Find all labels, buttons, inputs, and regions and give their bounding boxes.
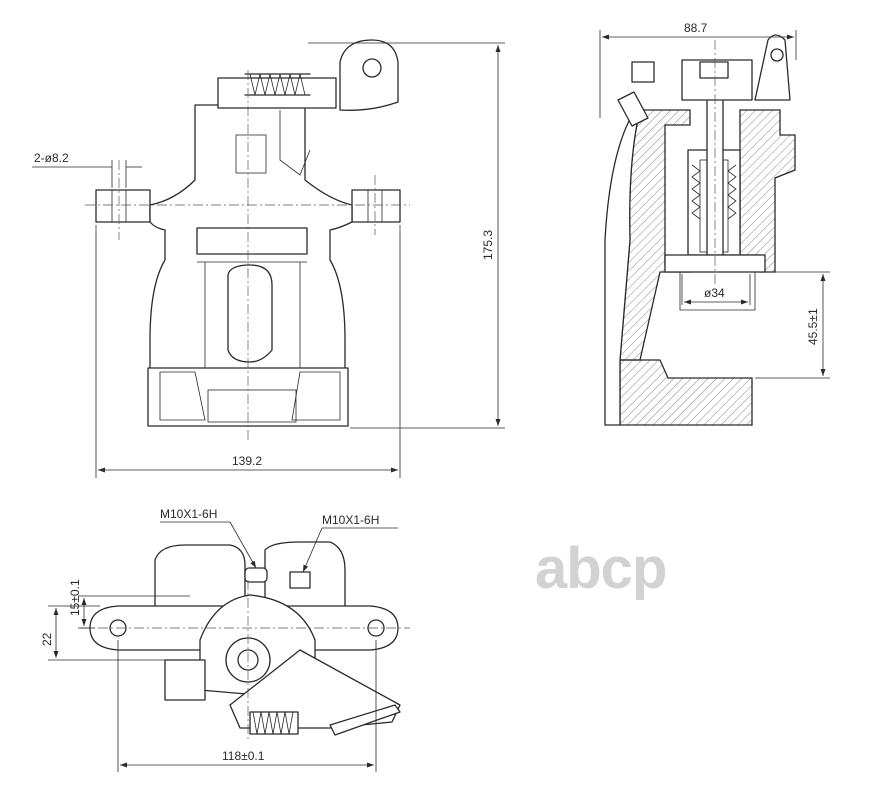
bleed-nipple [617,91,649,127]
watermark-logo: abcp [535,536,666,601]
bottom-dimensions: M10X1-6H M10X1-6H 15±0.1 22 118±0.1 [40,507,398,772]
bridge-section [619,359,753,426]
front-dimensions: 2-ø8.2 175.3 139.2 [32,42,505,478]
piston-offset-dim: 45.5±1 [806,308,820,345]
bottom-pad-lower [164,659,206,701]
lever-hole [362,58,382,78]
bottom-lever-tip [329,704,401,736]
piston-housing-band [196,227,308,255]
side-lever-arm [754,34,791,101]
side-dimensions: 88.7 ø34 45.5±1 [599,21,830,379]
thread-callout-right: M10X1-6H [322,513,379,527]
bottom-view [80,541,410,740]
side-section-view [604,34,796,426]
return-spring [249,73,306,96]
bottom-offset-a-dim: 15±0.1 [68,579,82,616]
front-left-ear [95,189,151,223]
side-width-dim: 88.7 [684,21,708,35]
front-view [85,39,410,440]
piston-boss [227,264,273,363]
adjuster-spring [691,164,737,220]
front-height-dim: 175.3 [481,230,495,260]
side-lever-hole [770,48,784,62]
bottom-spring [252,711,294,735]
bleed-screw [631,61,655,83]
front-hole-dim: 2-ø8.2 [34,151,69,165]
bottom-lever [229,649,401,729]
bottom-offset-b-dim: 22 [40,632,54,646]
bottom-hole-spacing-dim: 118±0.1 [222,749,265,763]
thread-callout-left: M10X1-6H [160,507,217,521]
bottom-bleed-screw [244,567,268,583]
housing-section-right [739,109,796,273]
handbrake-lever-base [217,77,337,109]
piston-diameter-dim: ø34 [704,286,725,300]
adjuster-nut [699,61,729,79]
front-right-ear [351,189,401,223]
bottom-pad-left [154,544,246,611]
inspection-window [235,134,267,174]
bottom-hose-fitting [289,571,311,589]
front-width-dim: 139.2 [232,454,262,468]
